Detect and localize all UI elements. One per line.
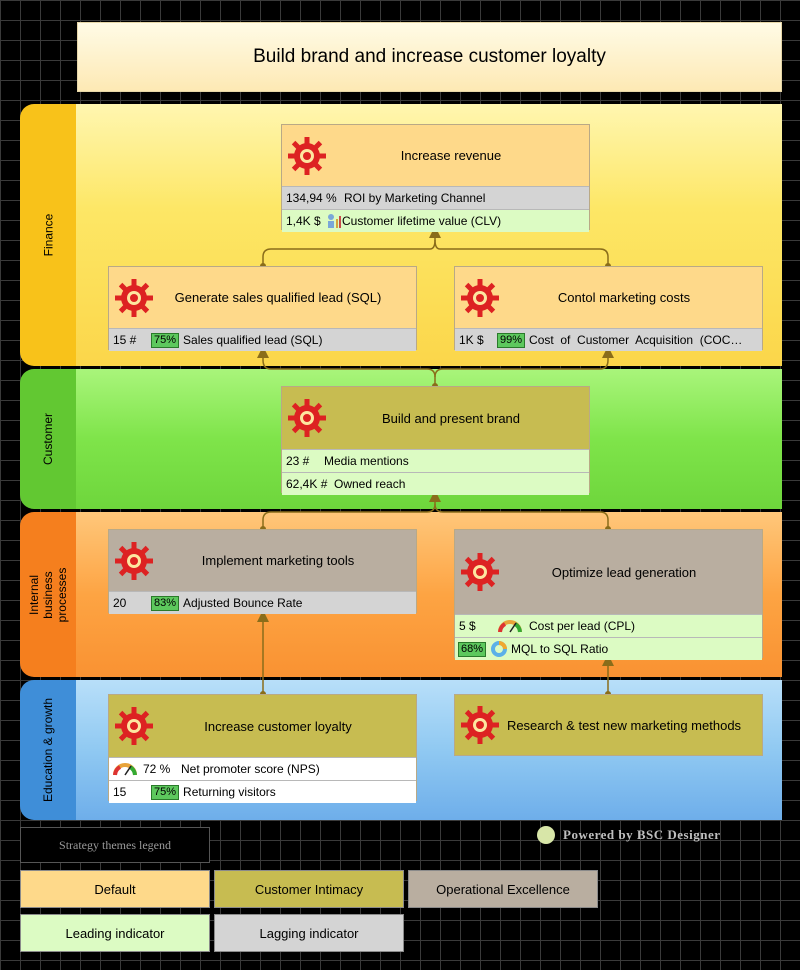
sun-gear-icon bbox=[115, 541, 153, 580]
connector-cost-revenue bbox=[434, 239, 609, 266]
kpi-mql-sql-ratio[interactable]: 68% MQL to SQL Ratio bbox=[455, 637, 762, 660]
progress-badge: 75% bbox=[151, 332, 180, 348]
objective-control-costs[interactable]: Contol marketing costs 1K $ 99% Cost of … bbox=[454, 266, 763, 351]
objective-build-brand[interactable]: Build and present brand 23 # Media menti… bbox=[281, 386, 590, 495]
bsc-logo-icon bbox=[537, 826, 555, 844]
sun-gear-icon bbox=[461, 278, 499, 317]
legend-lagging-indicator: Lagging indicator bbox=[214, 914, 404, 952]
kpi-nps[interactable]: 72 % Net promoter score (NPS) bbox=[109, 757, 416, 780]
kpi-bounce-rate[interactable]: 20 83% Adjusted Bounce Rate bbox=[109, 591, 416, 614]
kpi-label: Owned reach bbox=[334, 477, 406, 491]
objective-title: Generate sales qualified lead (SQL) bbox=[174, 290, 382, 305]
legend-leading-indicator: Leading indicator bbox=[20, 914, 210, 952]
map-title: Build brand and increase customer loyalt… bbox=[77, 22, 782, 92]
kpi-label: Media mentions bbox=[324, 454, 409, 468]
gauge-icon bbox=[113, 763, 137, 776]
kpi-label: Net promoter score (NPS) bbox=[181, 762, 320, 776]
legend-default: Default bbox=[20, 870, 210, 908]
sun-gear-icon bbox=[288, 399, 326, 437]
kpi-cpl[interactable]: 5 $ Cost per lead (CPL) bbox=[455, 614, 762, 637]
objective-title: Contol marketing costs bbox=[557, 290, 691, 305]
objective-research[interactable]: Research & test new marketing methods bbox=[454, 694, 763, 756]
sun-gear-icon bbox=[288, 136, 326, 175]
legend-operational-excellence: Operational Excellence bbox=[408, 870, 598, 908]
objective-title: Increase revenue bbox=[400, 148, 502, 163]
kpi-label: Customer lifetime value (CLV) bbox=[342, 214, 502, 228]
kpi-sql[interactable]: 15 # 75% Sales qualified lead (SQL) bbox=[109, 328, 416, 351]
connector-brand-cost bbox=[434, 346, 614, 378]
kpi-label: Sales qualified lead (SQL) bbox=[183, 333, 323, 347]
objective-customer-loyalty[interactable]: Increase customer loyalty 72 % Net promo… bbox=[108, 694, 417, 803]
connector-brand-sql bbox=[257, 346, 436, 386]
connector-tools-brand bbox=[262, 490, 441, 529]
objective-increase-revenue[interactable]: Increase revenue 134,94 % ROI by Marketi… bbox=[281, 124, 590, 232]
kpi-label: ROI by Marketing Channel bbox=[344, 191, 486, 205]
kpi-label: Adjusted Bounce Rate bbox=[183, 596, 303, 610]
progress-badge: 75% bbox=[151, 784, 180, 800]
connector-lead-brand bbox=[434, 503, 609, 529]
kpi-returning-visitors[interactable]: 15 75% Returning visitors bbox=[109, 780, 416, 803]
kpi-label: Cost of Customer Acquisition (COC… bbox=[529, 333, 743, 347]
objective-generate-sql[interactable]: Generate sales qualified lead (SQL) 15 #… bbox=[108, 266, 417, 351]
kpi-coca[interactable]: 1K $ 99% Cost of Customer Acquisition (C… bbox=[455, 328, 762, 351]
kpi-owned-reach[interactable]: 62,4K # Owned reach bbox=[282, 472, 589, 495]
kpi-label: Cost per lead (CPL) bbox=[529, 619, 636, 633]
kpi-label: Returning visitors bbox=[183, 785, 276, 799]
kpi-roi[interactable]: 134,94 % ROI by Marketing Channel bbox=[282, 186, 589, 209]
objective-title: Increase customer loyalty bbox=[204, 718, 352, 734]
legend-title: Strategy themes legend bbox=[20, 827, 210, 863]
progress-badge: 99% bbox=[497, 332, 526, 348]
legend-customer-intimacy: Customer Intimacy bbox=[214, 870, 404, 908]
progress-badge: 83% bbox=[151, 595, 180, 611]
connector-sql-revenue bbox=[262, 226, 441, 266]
sun-gear-icon bbox=[115, 278, 153, 317]
powered-by: Powered by BSC Designer bbox=[537, 822, 787, 848]
objective-title: Research & test new marketing methods bbox=[506, 717, 742, 733]
ring-chart-icon bbox=[491, 641, 508, 657]
gauge-icon bbox=[498, 620, 522, 633]
objective-optimize-lead[interactable]: Optimize lead generation 5 $ Cost per le… bbox=[454, 529, 763, 660]
progress-badge: 68% bbox=[458, 641, 487, 657]
objective-title: Optimize lead generation bbox=[551, 564, 697, 580]
kpi-media-mentions[interactable]: 23 # Media mentions bbox=[282, 449, 589, 472]
objective-title: Build and present brand bbox=[381, 410, 521, 426]
kpi-clv[interactable]: 1,4K $ Customer lifetime value (CLV) bbox=[282, 209, 589, 232]
people-chart-icon bbox=[328, 214, 341, 228]
objective-title: Implement marketing tools bbox=[201, 553, 355, 568]
objective-marketing-tools[interactable]: Implement marketing tools 20 83% Adjuste… bbox=[108, 529, 417, 614]
sun-gear-icon bbox=[461, 706, 499, 744]
sun-gear-icon bbox=[115, 707, 153, 745]
kpi-label: MQL to SQL Ratio bbox=[511, 642, 609, 656]
sun-gear-icon bbox=[461, 553, 499, 591]
